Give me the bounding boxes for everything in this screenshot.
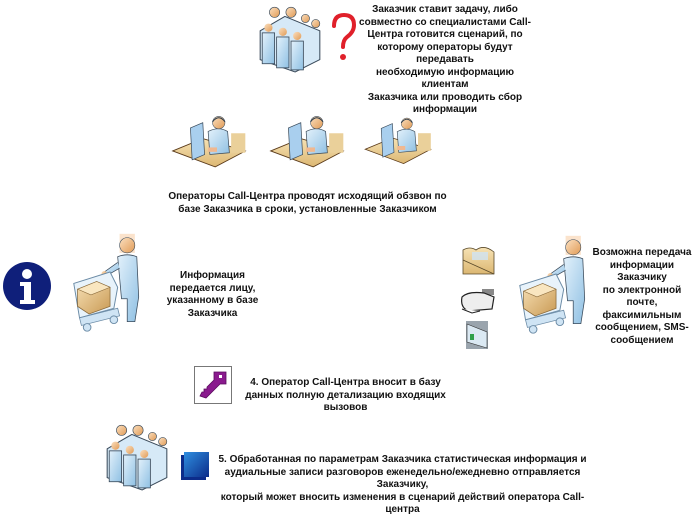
text-line: указанному в базе [166,295,259,306]
fax-icon [458,287,498,315]
person-with-cart-icon [66,230,156,335]
text-line: Заказчика или проводить сбор [367,91,523,103]
text-line: Возможна передача [592,247,692,258]
text-line: базе Заказчика в сроки, установленные За… [178,203,437,215]
meeting-people-icon [253,2,327,74]
sms-device-icon [465,320,489,350]
text-line: Заказчик ставит задачу, либо [372,4,518,15]
text-line: сообщением [610,334,674,346]
question-mark-icon [330,12,358,64]
text-line: аудиальные записи разговоров еженедельно… [224,466,581,491]
operator-desk-icon [266,112,348,174]
info-icon [2,261,52,311]
text-line: необходимую информацию клиентам [375,66,515,91]
text-line: данных полную детализацию входящих [245,389,446,401]
text-line: сообщением, SMS- [595,322,689,333]
text-line: передается лицу, [169,282,256,294]
blue-square-icon [181,452,209,480]
text-line: Центра готовится сценарий, по [367,29,523,40]
text-line: вызовов [323,402,368,413]
text-line: информации [412,104,478,115]
operator-desk-icon [362,114,434,170]
step4-description: 4. Оператор Call-Центра вносит в базу да… [243,377,448,415]
key-icon [194,366,232,404]
meeting-people-icon [100,420,174,492]
text-line: Заказчика [187,307,238,319]
step2-description: Операторы Call-Центра проводят исходящий… [160,191,455,216]
text-line: 4. Оператор Call-Центра вносит в базу [250,377,441,388]
text-line: Операторы Call-Центра проводят исходящий… [168,191,447,202]
text-line: Информация [180,270,245,281]
step5-description: 5. Обработанная по параметрам Заказчика … [205,454,600,517]
step1-description: Заказчик ставит задачу, либо совместно с… [355,4,535,117]
text-line: по электронной почте, [602,284,682,309]
text-line: информации Заказчику [609,259,675,284]
step3-left-description: Информация передается лицу, указанному в… [165,270,260,320]
email-envelope-icon [462,244,496,276]
text-line: которому операторы будут передавать [377,41,513,66]
step3-right-description: Возможна передача информации Заказчику п… [586,247,698,347]
text-line: который может вносить изменения в сценар… [220,491,585,516]
text-line: совместно со специалистами Call- [359,16,531,28]
text-line: 5. Обработанная по параметрам Заказчика … [218,454,587,465]
operator-desk-icon [168,112,250,174]
text-line: факсимильным [602,309,682,321]
